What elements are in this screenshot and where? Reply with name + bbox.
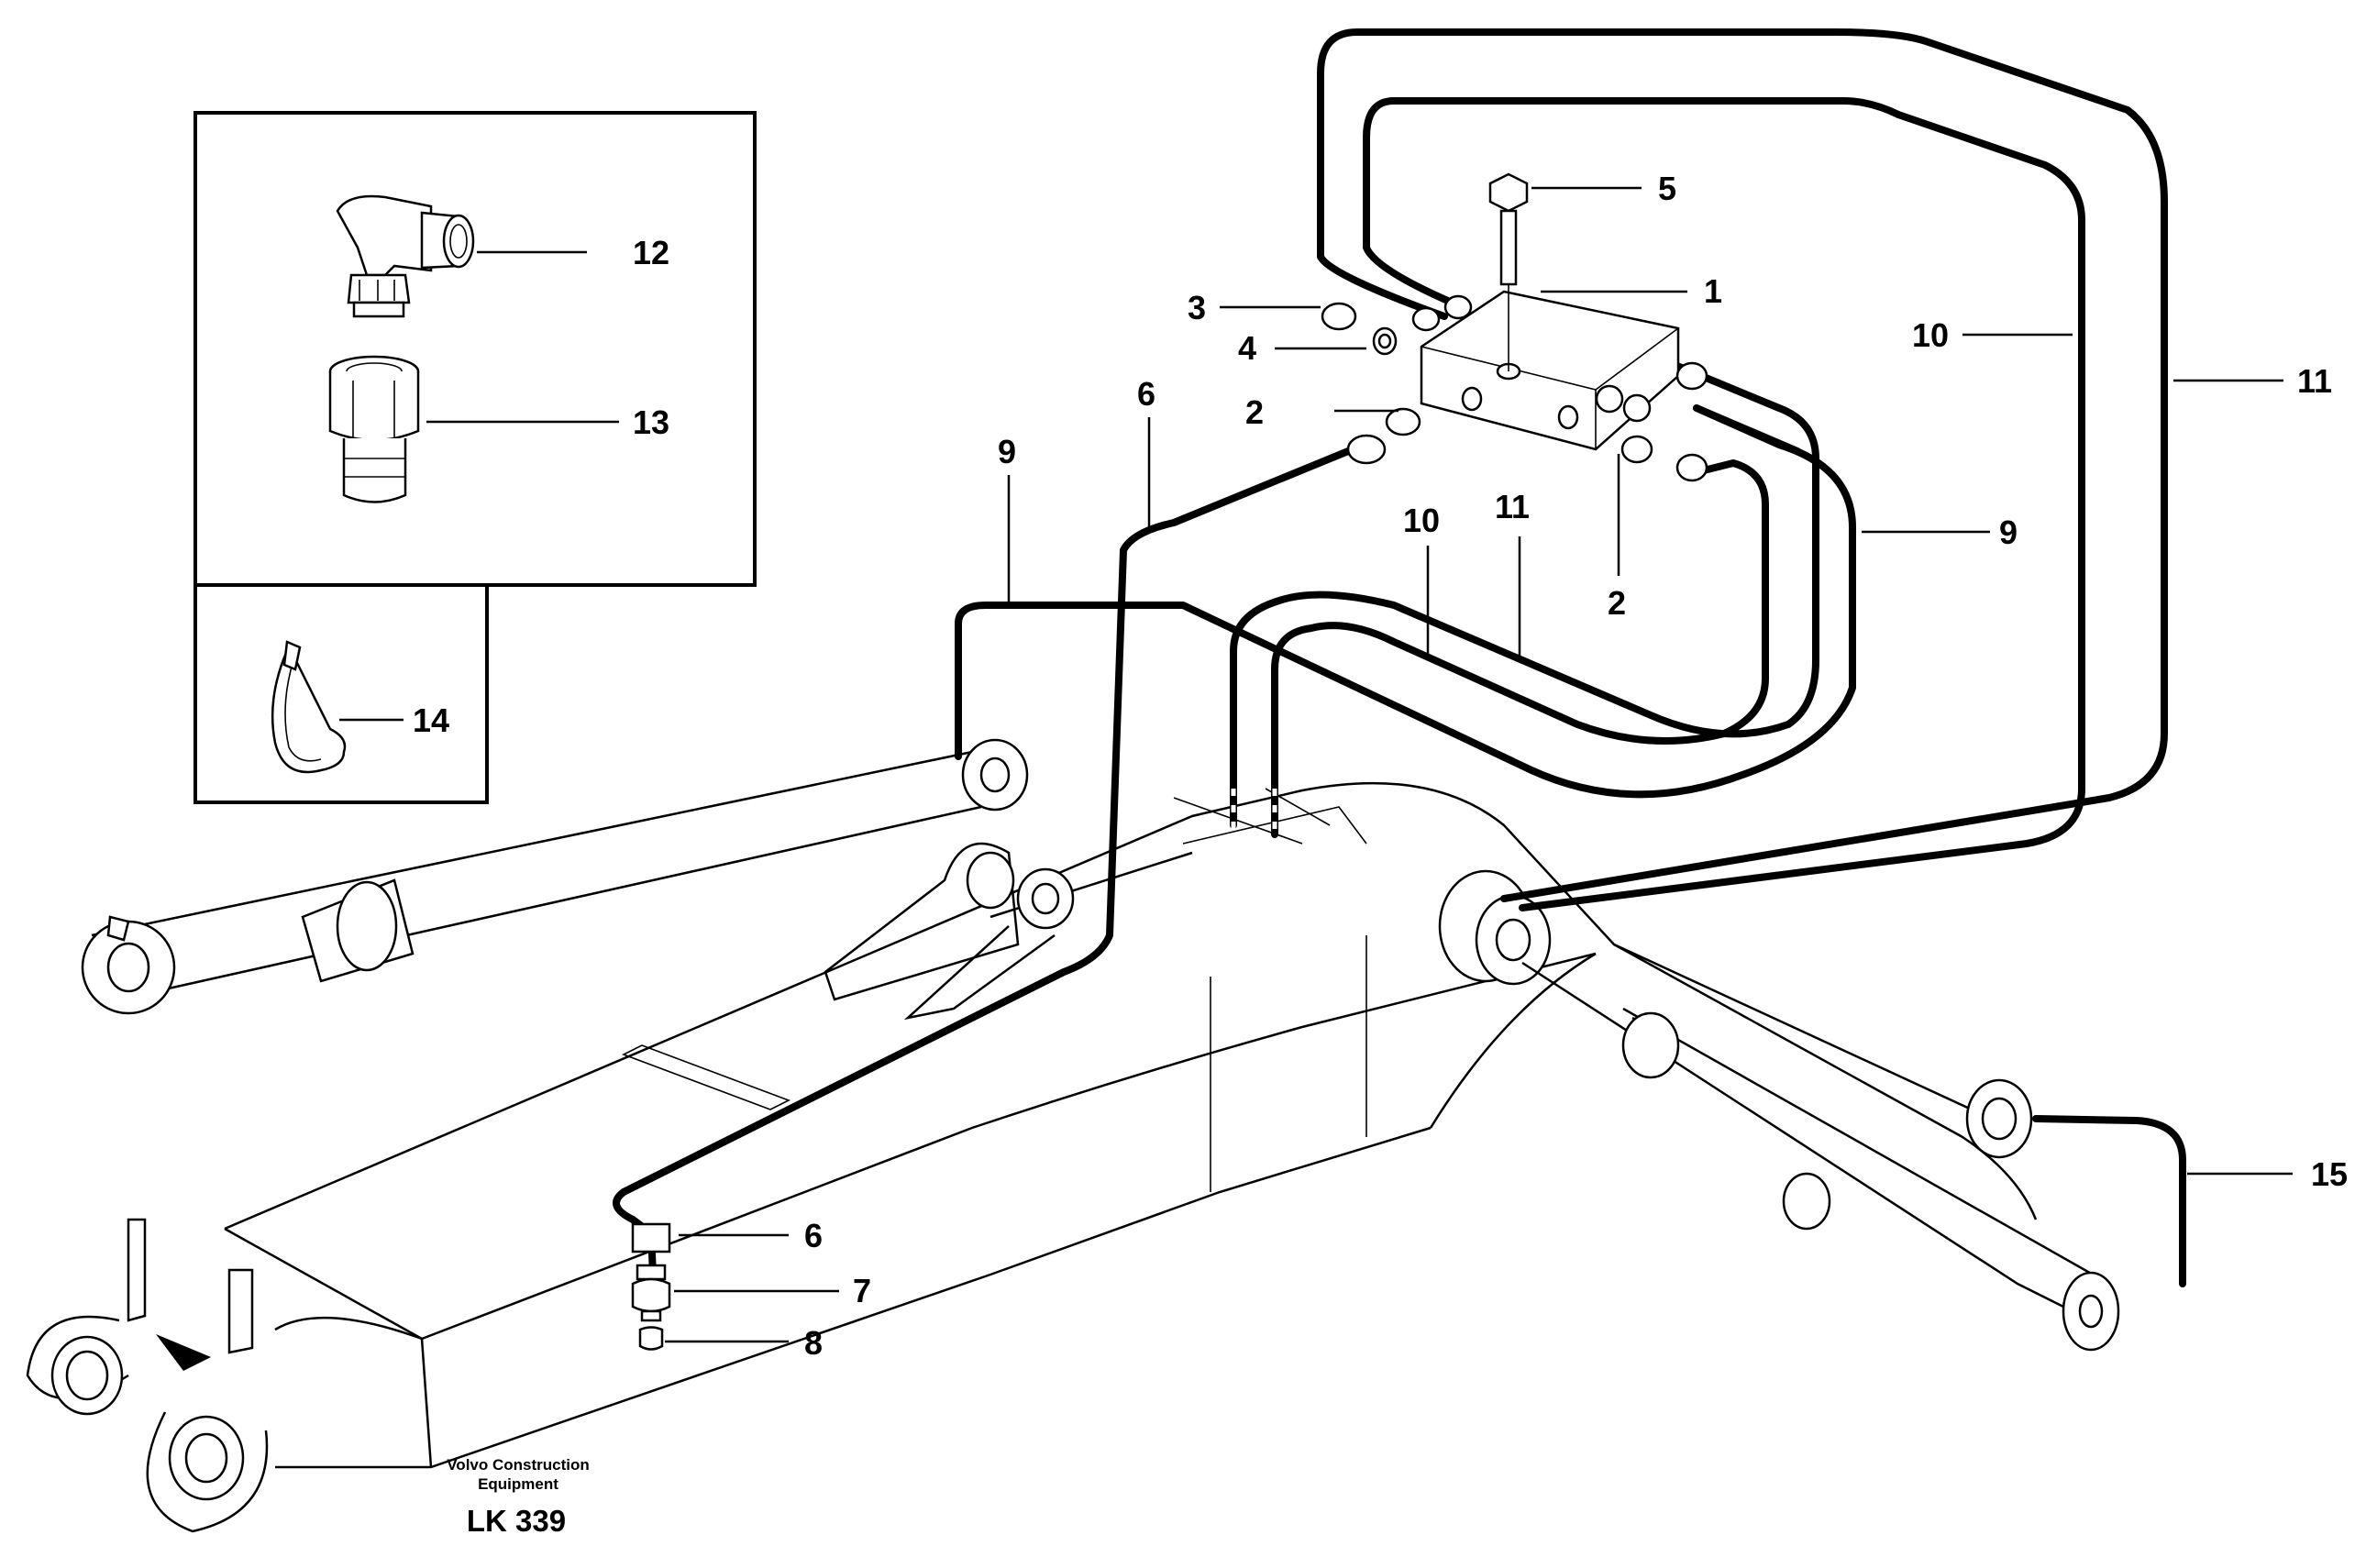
callout-11-middle: 11: [1495, 488, 1530, 525]
callout-3: 3: [1188, 289, 1206, 326]
fittings: [1321, 294, 1708, 482]
callout-14: 14: [413, 701, 449, 739]
callout-10-right: 10: [1912, 316, 1949, 354]
callout-6-bottom: 6: [804, 1217, 823, 1254]
caption-drawing-code: LK 339: [467, 1504, 566, 1538]
callout-2-right: 2: [1608, 584, 1626, 622]
callout-12: 12: [633, 234, 669, 271]
boom-structure: [26, 738, 2120, 1533]
elbow-fitting-part: [336, 194, 475, 318]
caption: Volvo Construction Equipment LK 339: [447, 1456, 590, 1538]
callout-15: 15: [2311, 1155, 2348, 1193]
callout-6-top: 6: [1137, 375, 1155, 413]
hose-11: [1317, 28, 2168, 902]
bolt-part: [1488, 172, 1529, 213]
callout-7: 7: [853, 1272, 871, 1309]
callout-9-left: 9: [998, 433, 1016, 470]
lower-fitting-stack: [631, 1222, 671, 1351]
valve-block: [631, 172, 1708, 1351]
callout-8: 8: [804, 1324, 823, 1362]
hose-6: [613, 446, 1356, 1278]
callout-1: 1: [1704, 272, 1722, 310]
detail-inset: [193, 111, 757, 804]
cable-tie-part: [271, 640, 347, 774]
hose-9-right: [1693, 404, 1801, 455]
hose-9-left: [955, 404, 1856, 799]
callout-11-right: 11: [2297, 362, 2332, 400]
callout-9-right: 9: [1999, 513, 2018, 551]
caption-company-line2: Equipment: [478, 1475, 558, 1493]
callout-10-middle: 10: [1403, 502, 1440, 539]
callout-13: 13: [633, 403, 669, 441]
caption-company-line1: Volvo Construction: [447, 1456, 590, 1474]
adapter-part: [328, 355, 420, 503]
leader-lines: [339, 186, 2293, 1343]
hose-15: [2032, 1115, 2186, 1287]
callout-numbers: 1 2 2 3 4 5 6 6 7 8 9 9 10 10 11 11 12 1…: [413, 170, 2348, 1362]
hose-10: [1363, 97, 2085, 911]
callout-5: 5: [1658, 170, 1676, 207]
callout-4: 4: [1238, 329, 1256, 367]
callout-2-left: 2: [1245, 393, 1264, 431]
hose-lines: [613, 28, 2186, 1287]
